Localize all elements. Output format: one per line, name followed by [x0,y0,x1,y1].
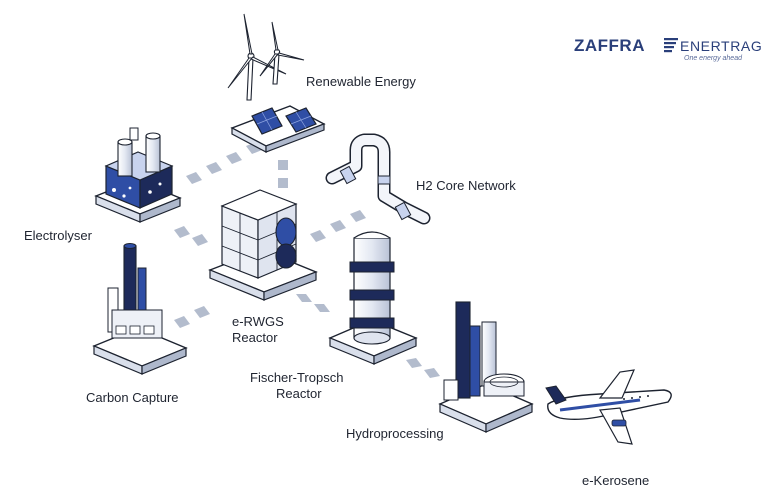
flow-arrows [174,142,440,378]
enertrag-tagline: One energy ahead [684,55,743,62]
logo-area: ZAFFRA ENERTRAG One energy ahead [574,36,762,62]
flow-renewable-to-rwgs [278,160,288,188]
flow-ft-to-hydro [406,358,440,378]
flow-rwgs-to-ft [296,294,330,312]
label-ft-line2: Reactor [276,386,322,401]
carbon-capture-node: Carbon Capture [86,243,188,405]
label-erwgs-line1: e-RWGS [232,314,284,329]
renewable-energy-node: Renewable Energy [227,13,416,153]
fischer-tropsch-reactor-node: Fischer-Tropsch Reactor [250,231,418,401]
e-rwgs-reactor-node: e-RWGS Reactor [208,189,318,345]
airplane-icon [545,369,672,445]
label-carbon-capture: Carbon Capture [86,390,179,405]
flow-renewable-to-electrolyser [186,142,262,184]
zaffra-logo: ZAFFRA [574,36,645,55]
enertrag-logo: ENERTRAG [680,38,762,54]
label-erwgs-line2: Reactor [232,330,278,345]
label-electrolyser: Electrolyser [24,228,93,243]
label-hydroprocessing: Hydroprocessing [346,426,444,441]
enertrag-mark-icon [664,38,678,53]
label-renewable-energy: Renewable Energy [306,74,416,89]
label-e-kerosene: e-Kerosene [582,473,649,488]
hydroprocessing-node: Hydroprocessing [346,301,534,441]
flow-carbon-to-rwgs [174,306,210,328]
electrolyser-node: Electrolyser [24,127,182,243]
h2-core-network-node: H2 Core Network [325,133,516,225]
flow-h2-to-rwgs [310,210,366,242]
flow-electrolyser-to-rwgs [174,226,208,246]
label-ft-line1: Fischer-Tropsch [250,370,343,385]
label-h2-core-network: H2 Core Network [416,178,516,193]
